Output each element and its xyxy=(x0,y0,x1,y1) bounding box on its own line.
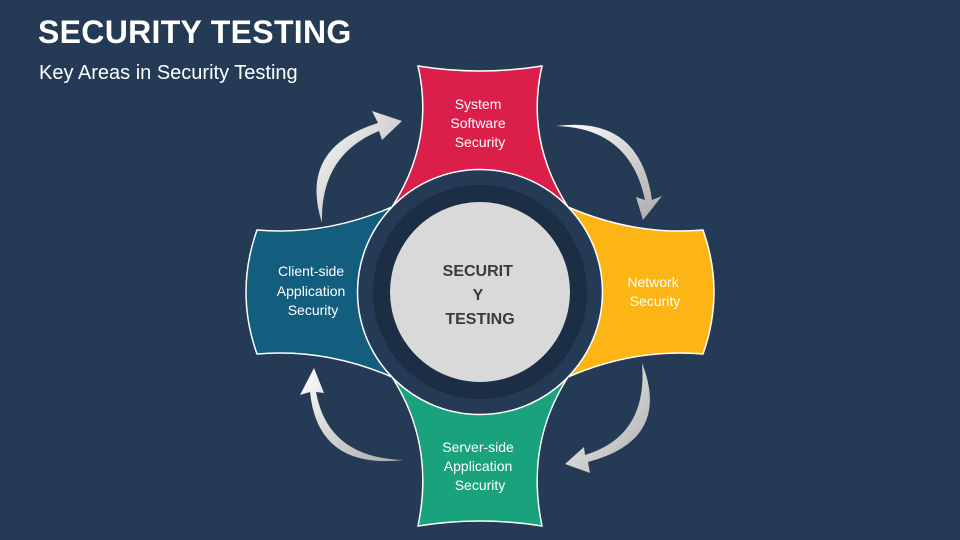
center-label: SECURIT Y TESTING xyxy=(443,263,518,328)
arrow-top-right xyxy=(556,124,662,220)
segment-bottom-label: Server-side Application Security xyxy=(442,439,517,493)
segment-bottom-line-3: Security xyxy=(455,477,506,493)
arrow-top-left xyxy=(316,111,402,223)
segment-left-line-3: Security xyxy=(288,302,339,318)
center-line-2: Y xyxy=(473,287,484,304)
segment-top-line-1: System xyxy=(455,96,502,112)
page-title: SECURITY TESTING xyxy=(38,14,352,50)
segment-right-line-2: Security xyxy=(630,293,681,309)
page-subtitle: Key Areas in Security Testing xyxy=(39,62,298,84)
segment-top-line-2: Software xyxy=(450,115,505,131)
segment-left-label: Client-side Application Security xyxy=(277,263,349,318)
segment-right-shape xyxy=(567,206,715,378)
segment-left-line-2: Application xyxy=(277,283,346,299)
arrow-bottom-right xyxy=(565,363,650,473)
segment-left-shape xyxy=(245,206,393,378)
segment-top-shape xyxy=(391,65,569,208)
center-line-3: TESTING xyxy=(445,311,514,328)
center-line-1: SECURIT xyxy=(443,263,513,280)
segment-bottom-shape xyxy=(391,376,569,527)
segment-top-label: System Software Security xyxy=(450,96,509,150)
segment-top-line-3: Security xyxy=(455,134,506,150)
arrow-bottom-left xyxy=(300,368,404,462)
segment-right-label: Network Security xyxy=(627,274,682,309)
center-circle xyxy=(390,202,570,382)
segment-right-line-1: Network xyxy=(627,274,679,290)
segment-left-line-1: Client-side xyxy=(278,263,344,279)
segment-bottom-line-2: Application xyxy=(444,458,513,474)
segment-bottom-line-1: Server-side xyxy=(442,439,514,455)
